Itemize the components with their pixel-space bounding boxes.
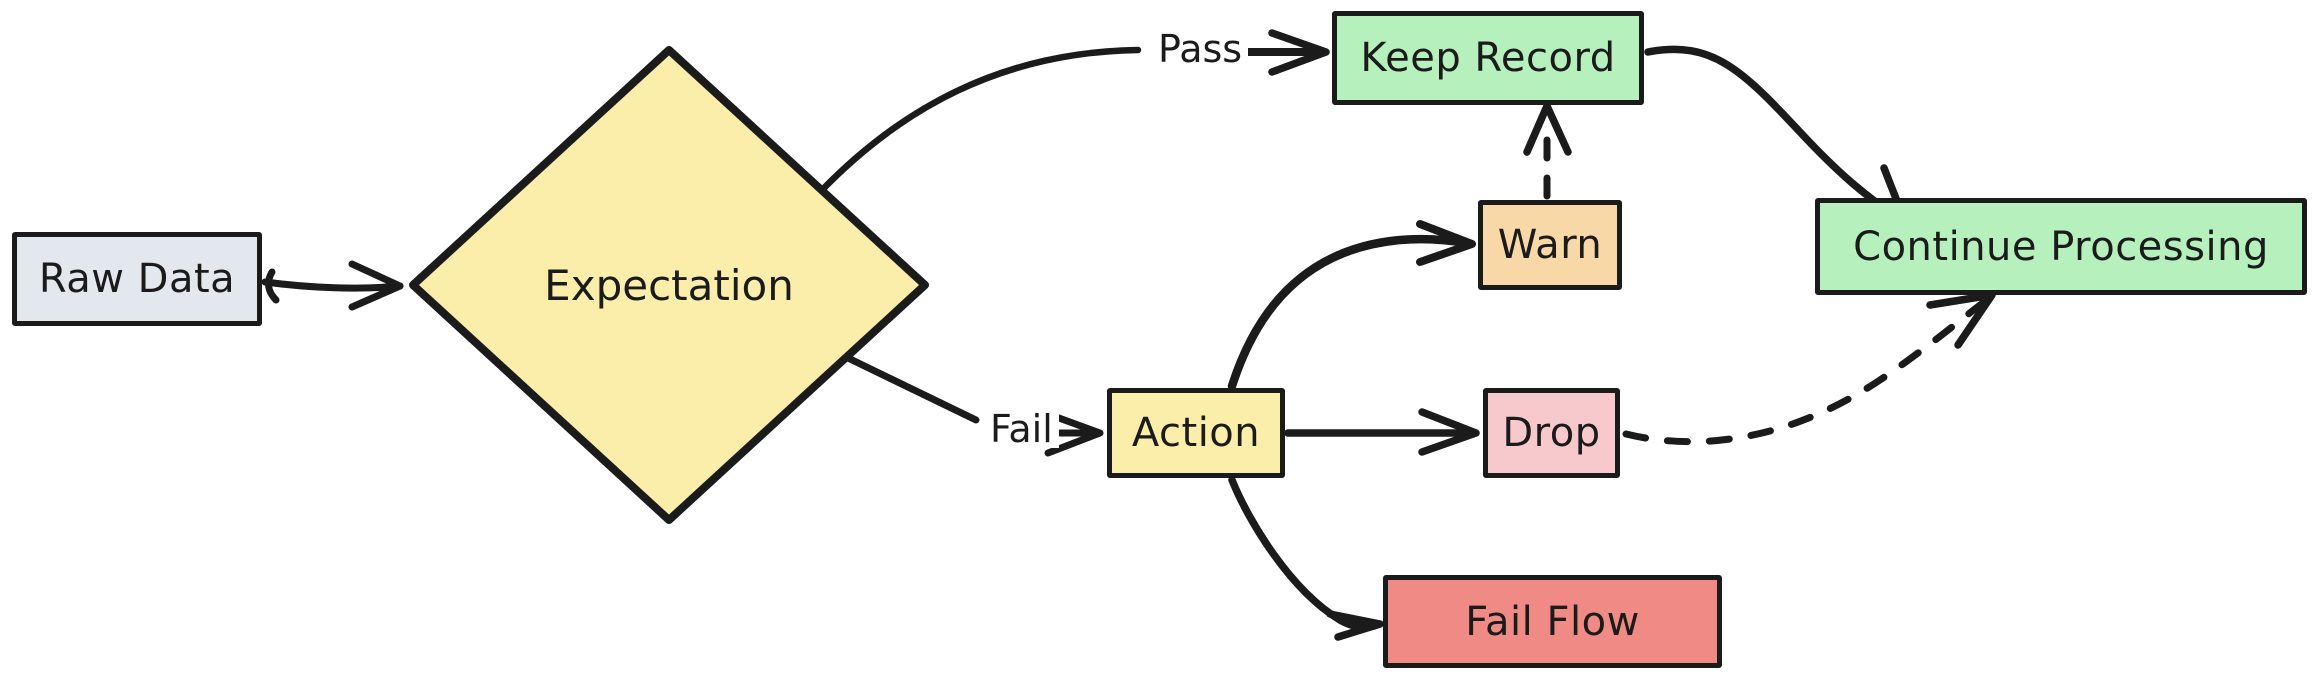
node-raw-data[interactable]: Raw Data [12,232,262,326]
edge-pass-label-to-keep-record [1234,29,1330,76]
edge-label-fail: Fail [984,410,1059,448]
edge-drop-to-continue-processing [1622,291,1996,446]
node-continue-processing-label: Continue Processing [1853,223,2269,270]
node-action-label: Action [1131,410,1261,456]
edge-action-to-warn [1227,220,1476,391]
node-fail-flow-label: Fail Flow [1465,598,1640,645]
node-raw-data-label: Raw Data [38,256,236,302]
node-expectation-label: Expectation [544,260,794,310]
node-keep-record[interactable]: Keep Record [1332,11,1644,105]
node-continue-processing[interactable]: Continue Processing [1815,198,2307,295]
node-action[interactable]: Action [1107,388,1285,478]
node-warn[interactable]: Warn [1478,200,1622,290]
diamond-shape [409,46,929,524]
edge-warn-to-keep-record [1523,102,1572,200]
node-drop[interactable]: Drop [1483,388,1620,478]
node-warn-label: Warn [1497,222,1603,268]
node-fail-flow[interactable]: Fail Flow [1383,575,1722,668]
node-expectation[interactable]: Expectation [408,45,930,525]
node-keep-record-label: Keep Record [1360,35,1616,81]
edge-label-pass: Pass [1152,30,1249,68]
node-drop-label: Drop [1502,410,1601,456]
edge-raw-data-to-expectation [261,260,404,311]
edge-action-to-drop [1284,408,1480,456]
edge-action-to-fail-flow [1228,476,1384,641]
